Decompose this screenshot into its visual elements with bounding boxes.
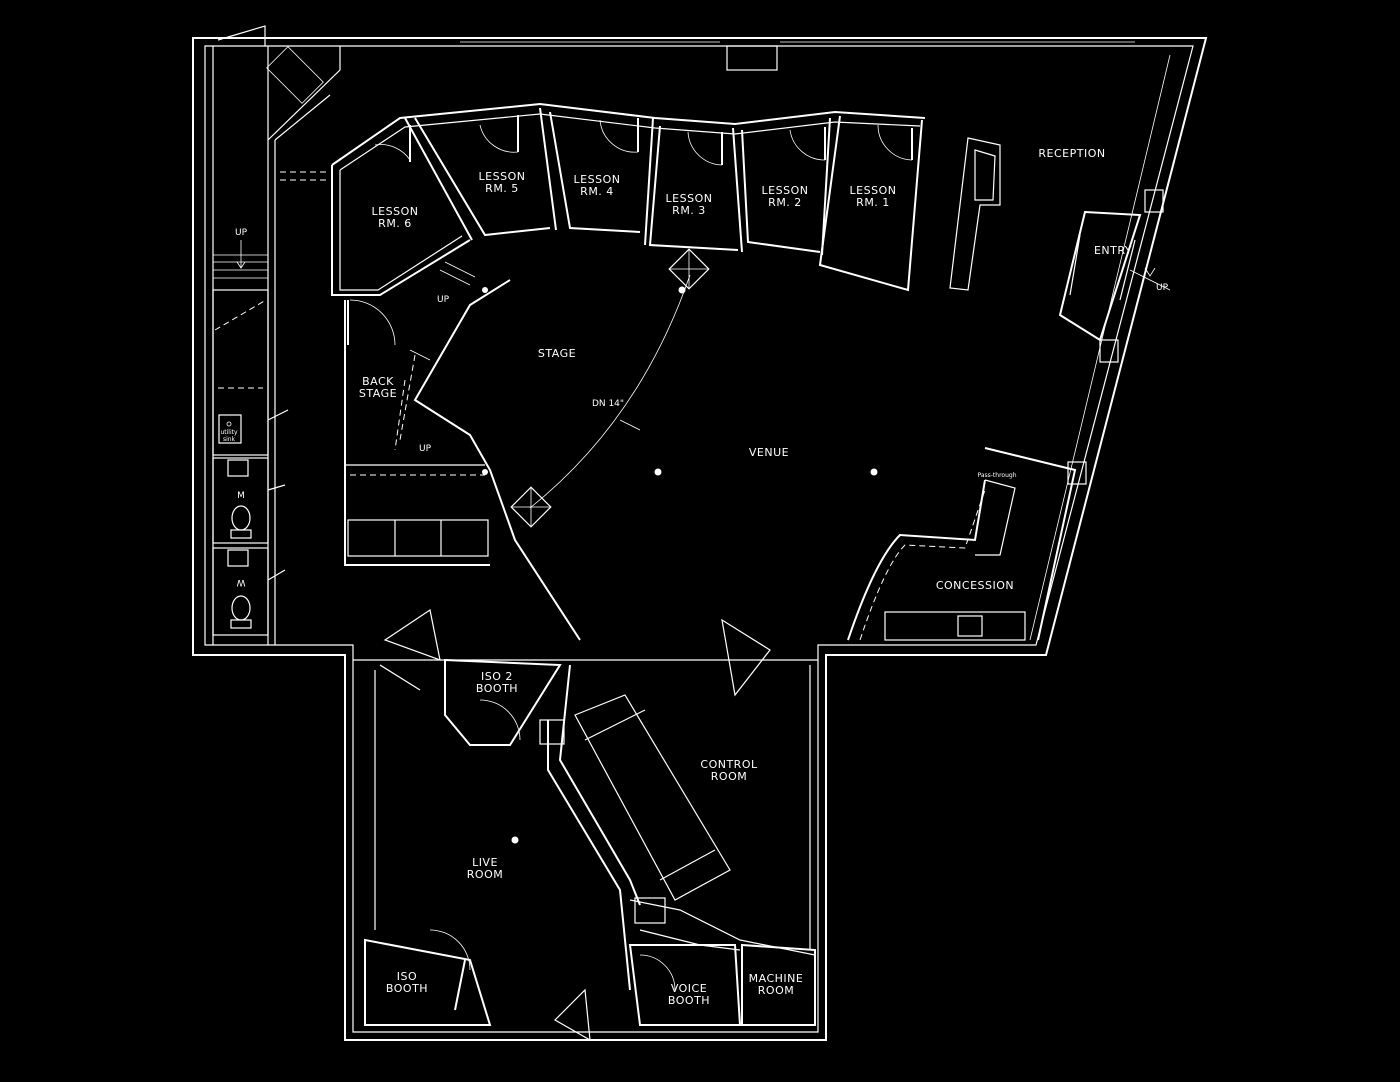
label-iso-booth-a: ISO [397, 970, 417, 983]
columns [482, 286, 878, 844]
label-lesson-4-a: LESSON [574, 173, 621, 186]
reception-area [949, 137, 1171, 485]
stair-left [213, 240, 268, 279]
column-dot [654, 468, 662, 476]
up-stair-left-label: UP [235, 228, 248, 238]
label-venue: VENUE [749, 446, 789, 459]
label-back-stage-a: BACK [362, 375, 394, 388]
entry-vestibule [1058, 210, 1171, 342]
column-dot [678, 286, 686, 294]
column-dot [511, 836, 519, 844]
column-dot [482, 469, 488, 475]
stage-area [344, 248, 710, 641]
label-voice-booth-a: VOICE [671, 982, 707, 995]
label-lesson-5-b: RM. 5 [485, 182, 519, 195]
lesson-rooms [331, 102, 926, 296]
label-iso-booth-b: BOOTH [386, 982, 428, 995]
label-stage: STAGE [538, 347, 576, 360]
label-lesson-2-b: RM. 2 [768, 196, 802, 209]
label-control-room-b: ROOM [711, 770, 747, 783]
label-iso2-booth-b: BOOTH [476, 682, 518, 695]
label-concession: CONCESSION [936, 579, 1014, 592]
pass-through-label: Pass-through [977, 472, 1016, 479]
restroom-m-label: M [237, 491, 245, 501]
dn-stage-label: DN 14" [592, 399, 624, 409]
label-back-stage-b: STAGE [359, 387, 397, 400]
service-corridor [212, 46, 341, 645]
annotations: UP UP UP UP DN 14" Pass-through utility … [220, 228, 1168, 587]
label-lesson-1-b: RM. 1 [856, 196, 890, 209]
label-reception: RECEPTION [1038, 147, 1105, 160]
up-entry-label: UP [1156, 283, 1169, 293]
restroom-m [212, 457, 286, 544]
label-lesson-5-a: LESSON [479, 170, 526, 183]
room-labels: LESSON RM. 6 LESSON RM. 5 LESSON RM. 4 L… [359, 147, 1132, 1007]
label-lesson-6-b: RM. 6 [378, 217, 412, 230]
label-lesson-4-b: RM. 4 [580, 185, 614, 198]
up-stage-top-label: UP [437, 295, 450, 305]
label-lesson-6-a: LESSON [372, 205, 419, 218]
label-voice-booth-b: BOOTH [668, 994, 710, 1007]
label-lesson-3-b: RM. 3 [672, 204, 706, 217]
label-lesson-1-a: LESSON [850, 184, 897, 197]
utility-sink-label-a: utility [220, 429, 238, 436]
label-machine-room-a: MACHINE [749, 972, 804, 985]
label-live-room-b: ROOM [467, 868, 503, 881]
label-machine-room-b: ROOM [758, 984, 794, 997]
label-lesson-3-a: LESSON [666, 192, 713, 205]
concession-area [847, 447, 1077, 641]
outer-walls [192, 25, 1208, 1041]
utility-sink-label-b: sink [223, 436, 236, 443]
studio-block [353, 609, 818, 1042]
label-iso2-booth-a: ISO 2 [481, 670, 513, 683]
up-stage-bottom-label: UP [419, 444, 432, 454]
label-live-room-a: LIVE [472, 856, 498, 869]
label-entry: ENTRY [1094, 244, 1132, 257]
label-lesson-2-a: LESSON [762, 184, 809, 197]
label-control-room-a: CONTROL [700, 758, 758, 771]
restroom-w [212, 547, 286, 636]
column-dot [482, 287, 488, 293]
restroom-w-label: W [236, 577, 245, 587]
column-dot [870, 468, 878, 476]
